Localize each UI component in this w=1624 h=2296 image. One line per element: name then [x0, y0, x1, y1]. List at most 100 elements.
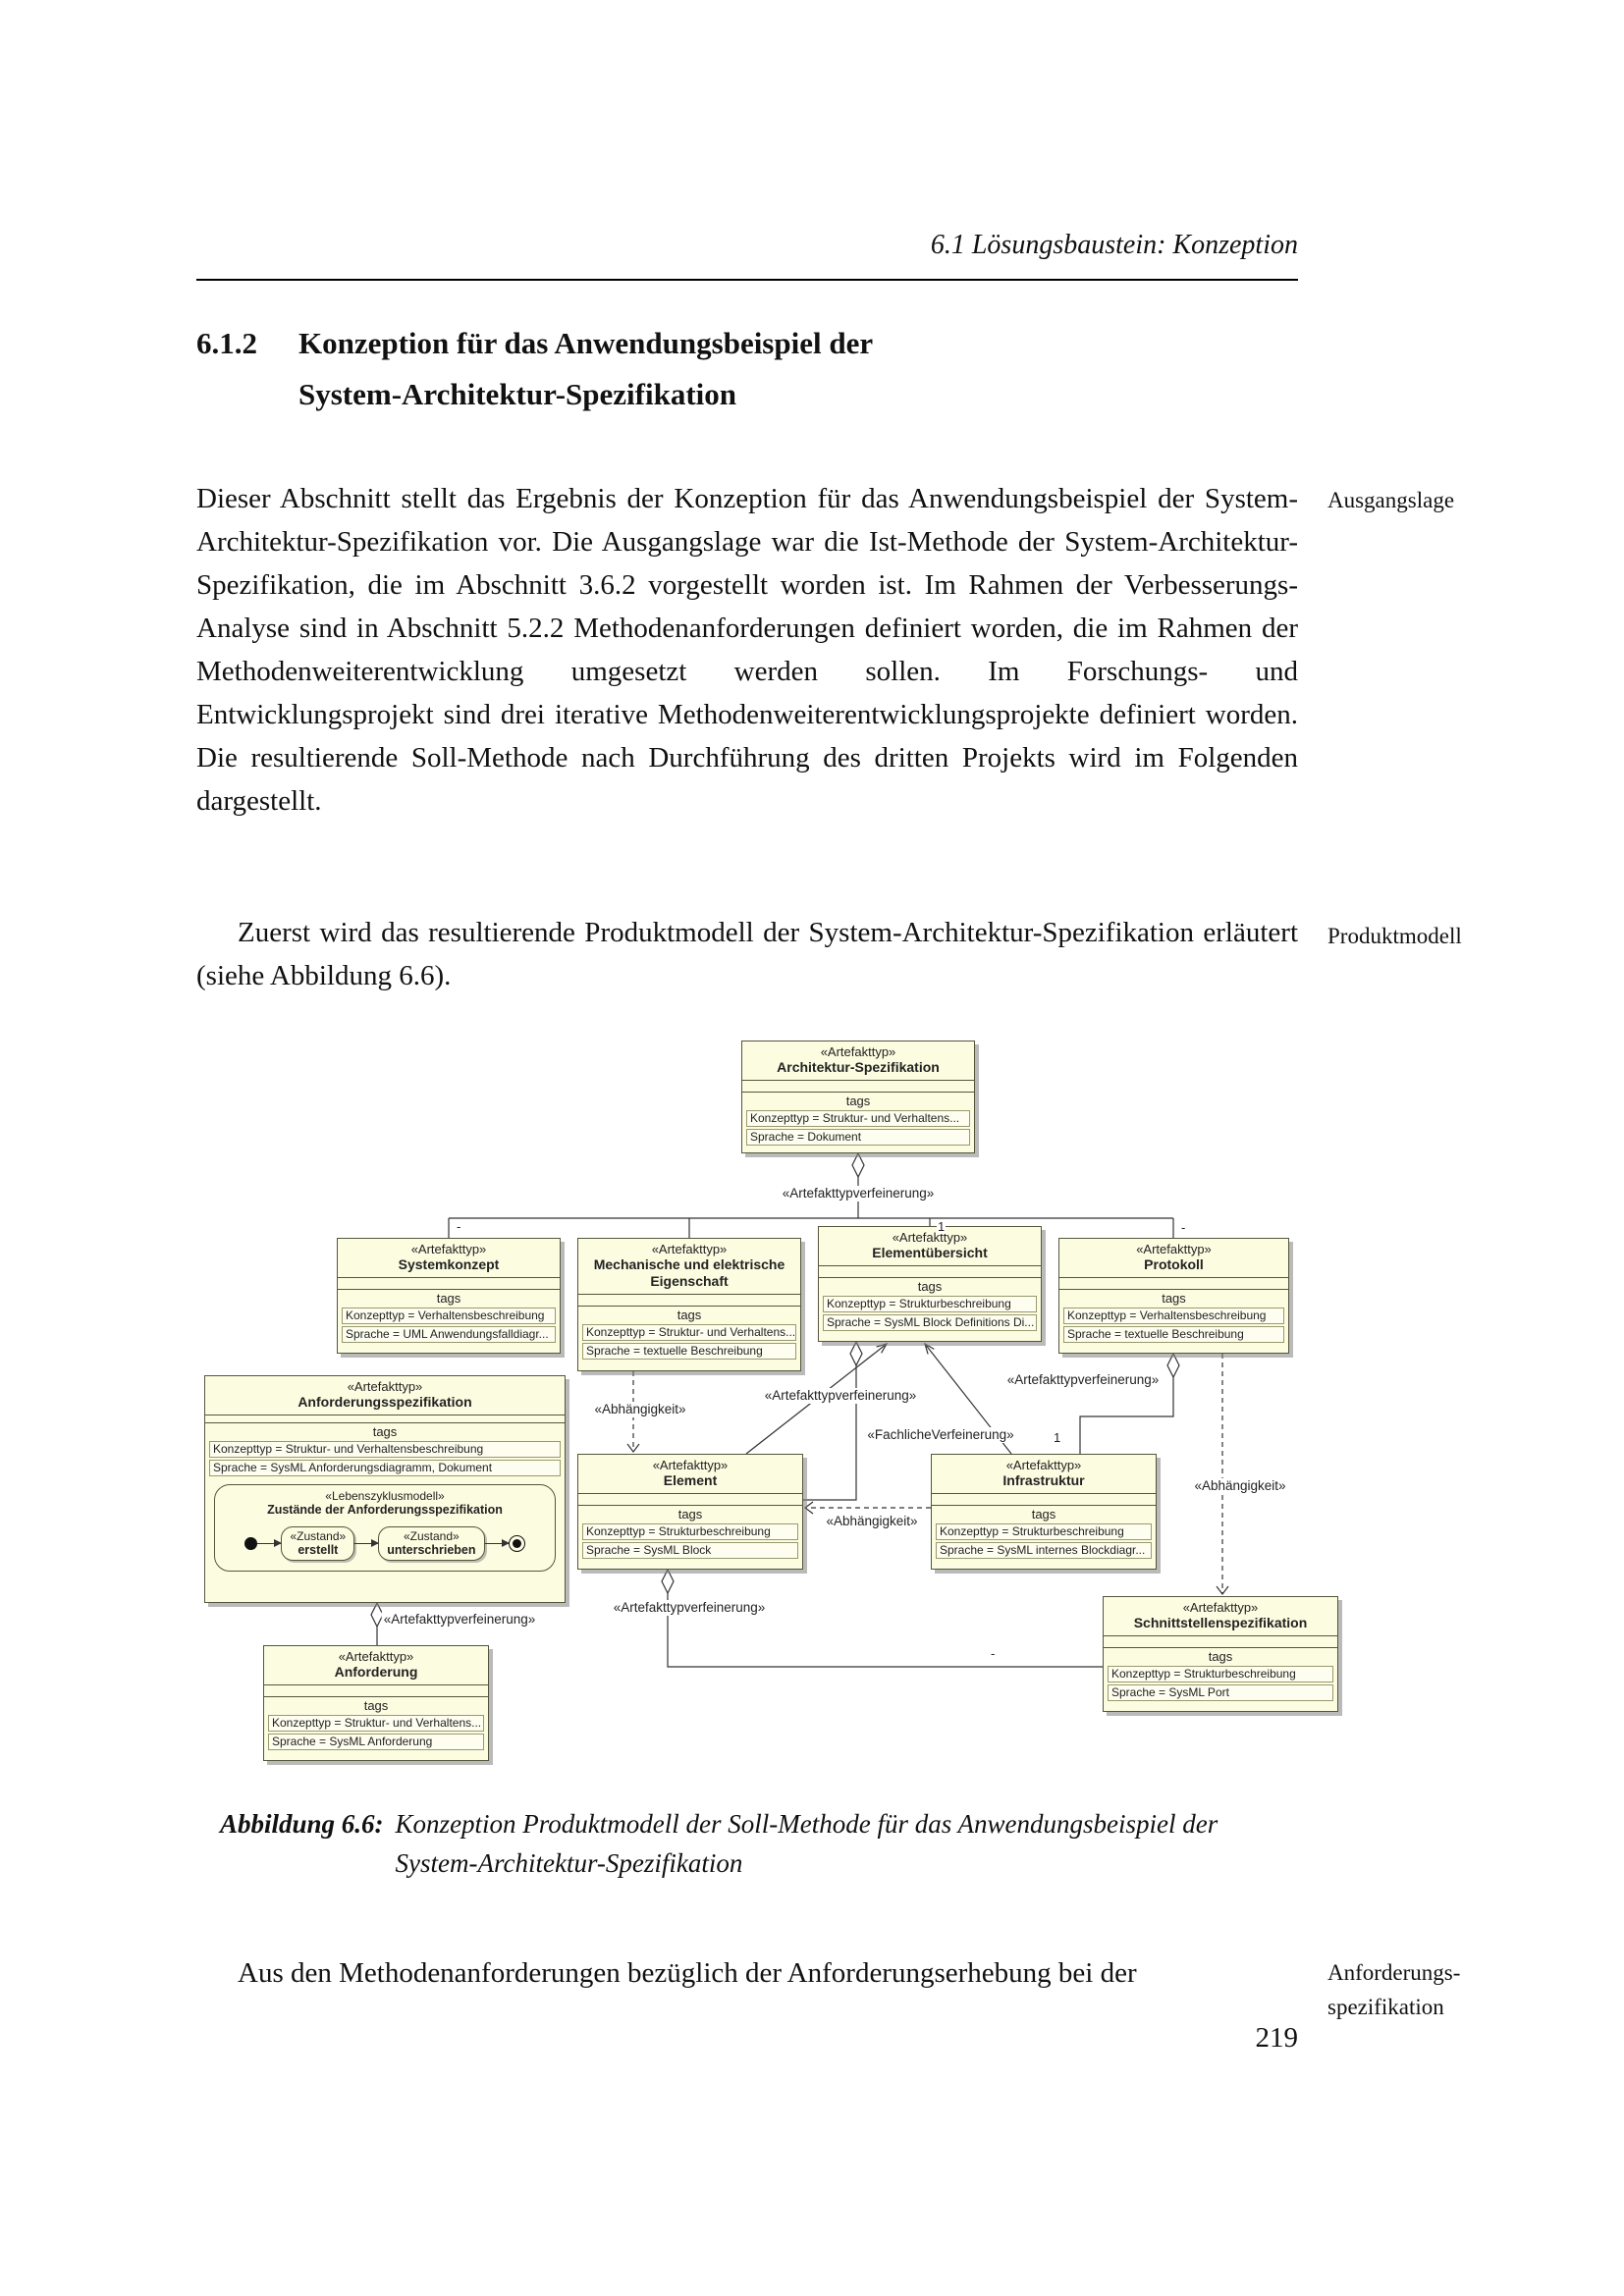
tag-sprache: Sprache = SysML Block Definitions Di... [823, 1314, 1037, 1331]
multiplicity-label: - [456, 1219, 462, 1234]
tag-konzepttyp: Konzepttyp = Struktur- und Verhaltens... [268, 1715, 484, 1732]
initial-state-icon [244, 1537, 258, 1550]
tag-sprache: Sprache = SysML Block [582, 1542, 798, 1559]
state-stereotype: «Zustand» [404, 1529, 460, 1543]
tags-header: tags [436, 1291, 461, 1306]
empty-compartment [1104, 1636, 1337, 1648]
multiplicity-label: 1 [1053, 1430, 1062, 1445]
section-heading: 6.1.2 Konzeption für das Anwendungsbeispi… [196, 318, 1335, 420]
transition-arrow [484, 1539, 510, 1548]
multiplicity-label: 1 [937, 1219, 947, 1234]
tag-konzepttyp: Konzepttyp = Strukturbeschreibung [936, 1523, 1152, 1540]
section-number: 6.1.2 [196, 326, 257, 360]
tag-sprache: Sprache = SysML Anforderungsdiagramm, Do… [209, 1460, 561, 1476]
tags-header: tags [1208, 1649, 1233, 1664]
header-rule [196, 279, 1298, 281]
connector-label-artefakttypverfeinerung: «Artefakttypverfeinerung» [611, 1600, 768, 1616]
diagram-connectors [370, 1151, 1229, 1668]
final-state-icon [508, 1535, 525, 1552]
paragraph-3: Aus den Methodenanforderungen bezüglich … [238, 1957, 1137, 1989]
section-title-line1: Konzeption für das Anwendungsbeispiel de… [298, 326, 874, 360]
figure-caption-text: Konzeption Produktmodell der Soll-Method… [395, 1809, 1218, 1878]
box-name: Systemkonzept [398, 1256, 500, 1272]
connector-tree-artefakttypverfeinerung [448, 1151, 1174, 1238]
empty-compartment [819, 1266, 1041, 1278]
connector-label-artefakttypverfeinerung: «Artefakttypverfeinerung» [762, 1388, 919, 1404]
transition-arrow [354, 1539, 380, 1548]
connector-label-fachliche-verfeinerung: «FachlicheVerfeinerung» [865, 1427, 1016, 1443]
uml-box-elementuebersicht: «Artefakttyp» Elementübersicht tags Konz… [818, 1226, 1042, 1342]
tag-konzepttyp: Konzepttyp = Strukturbeschreibung [1108, 1666, 1333, 1682]
uml-box-systemkonzept: «Artefakttyp» Systemkonzept tags Konzept… [337, 1238, 561, 1354]
stereotype-label: «Artefakttyp» [1136, 1242, 1212, 1256]
empty-compartment [1059, 1278, 1288, 1290]
lifecycle-name: Zustände der Anforderungsspezifikation [267, 1503, 503, 1517]
connector-label-abhaengigkeit: «Abhängigkeit» [1192, 1478, 1288, 1494]
margin-note-line1: Anforderungs- [1327, 1960, 1461, 1985]
box-name: Schnittstellenspezifikation [1133, 1615, 1308, 1630]
running-header: 6.1 Lösungsbaustein: Konzeption [930, 230, 1298, 260]
box-name: Elementübersicht [872, 1245, 988, 1260]
margin-note-produktmodell: Produktmodell [1327, 924, 1462, 948]
state-name: erstellt [298, 1543, 339, 1557]
stereotype-label: «Artefakttyp» [347, 1379, 423, 1394]
empty-compartment [205, 1415, 565, 1423]
uml-box-infrastruktur: «Artefakttyp» Infrastruktur tags Konzept… [931, 1454, 1157, 1570]
connector-label-artefakttypverfeinerung: «Artefakttypverfeinerung» [780, 1186, 937, 1201]
box-name: Anforderungsspezifikation [298, 1394, 472, 1410]
connector-label-abhaengigkeit: «Abhängigkeit» [592, 1402, 688, 1417]
tag-konzepttyp: Konzepttyp = Verhaltensbeschreibung [1063, 1308, 1284, 1324]
figure-caption-label: Abbildung 6.6: [220, 1809, 384, 1839]
uml-box-mechanische-eigenschaft: «Artefakttyp» Mechanische und elektrisch… [577, 1238, 801, 1371]
figure-caption: Abbildung 6.6: Konzeption Produktmodell … [220, 1804, 1298, 1883]
empty-compartment [264, 1685, 488, 1697]
margin-note-line2: spezifikation [1327, 1995, 1444, 2019]
tag-sprache: Sprache = Dokument [746, 1129, 970, 1146]
empty-compartment [338, 1278, 560, 1290]
tag-konzepttyp: Konzepttyp = Verhaltensbeschreibung [342, 1308, 556, 1324]
box-name: Anforderung [334, 1664, 418, 1680]
lifecycle-model-box: «Lebenszyklusmodell» Zustände der Anford… [214, 1484, 556, 1572]
state-name: unterschrieben [387, 1543, 476, 1557]
stereotype-label: «Artefakttyp» [820, 1044, 896, 1059]
tag-konzepttyp: Konzepttyp = Struktur- und Verhaltensbes… [209, 1441, 561, 1458]
uml-box-protokoll: «Artefakttyp» Protokoll tags Konzepttyp … [1058, 1238, 1289, 1354]
transition-arrow [257, 1539, 283, 1548]
uml-box-schnittstellenspezifikation: «Artefakttyp» Schnittstellenspezifikatio… [1103, 1596, 1338, 1712]
paragraph-2: Zuerst wird das resultierende Produktmod… [196, 917, 1298, 991]
multiplicity-label: - [1180, 1220, 1187, 1235]
tags-header: tags [845, 1094, 871, 1108]
tags-header: tags [363, 1698, 389, 1713]
section-heading-line1: 6.1.2 Konzeption für das Anwendungsbeispi… [196, 318, 1335, 369]
tags-header: tags [917, 1279, 943, 1294]
box-name: Protokoll [1144, 1256, 1204, 1272]
stereotype-label: «Artefakttyp» [652, 1458, 729, 1472]
stereotype-label: «Artefakttyp» [892, 1230, 968, 1245]
empty-compartment [578, 1295, 800, 1307]
tags-header: tags [677, 1308, 702, 1322]
stereotype-label: «Artefakttyp» [338, 1649, 414, 1664]
empty-compartment [578, 1494, 802, 1506]
empty-compartment [742, 1081, 974, 1093]
state-unterschrieben: «Zustand» unterschrieben [378, 1526, 485, 1561]
empty-compartment [932, 1494, 1156, 1506]
connector-refine-element [803, 1340, 863, 1501]
box-name: Architektur-Spezifikation [777, 1059, 940, 1075]
uml-box-architektur-spezifikation: «Artefakttyp» Architektur-Spezifikation … [741, 1041, 975, 1153]
margin-note-anforderungsspezifikation: Anforderungs- spezifikation [1327, 1955, 1593, 2024]
paragraph-1: Dieser Abschnitt stellt das Ergebnis der… [196, 483, 1298, 817]
tag-sprache: Sprache = textuelle Beschreibung [1063, 1326, 1284, 1343]
box-name: Mechanische und elektrische Eigenschaft [593, 1256, 785, 1289]
tag-sprache: Sprache = SysML Port [1108, 1684, 1333, 1701]
page-number: 219 [1255, 2022, 1299, 2054]
connector-abhaengigkeit-right [1216, 1354, 1229, 1595]
section-title-line2: System-Architektur-Spezifikation [298, 377, 737, 411]
tags-header: tags [372, 1424, 398, 1439]
figure-6-6-diagram: «Artefakttyp» Architektur-Spezifikation … [196, 1039, 1360, 1792]
uml-box-element: «Artefakttyp» Element tags Konzepttyp = … [577, 1454, 803, 1570]
tag-sprache: Sprache = SysML internes Blockdiagr... [936, 1542, 1152, 1559]
connector-refine-infrastruktur [1079, 1352, 1180, 1454]
stereotype-label: «Artefakttyp» [651, 1242, 728, 1256]
connector-label-artefakttypverfeinerung: «Artefakttypverfeinerung» [381, 1612, 538, 1628]
